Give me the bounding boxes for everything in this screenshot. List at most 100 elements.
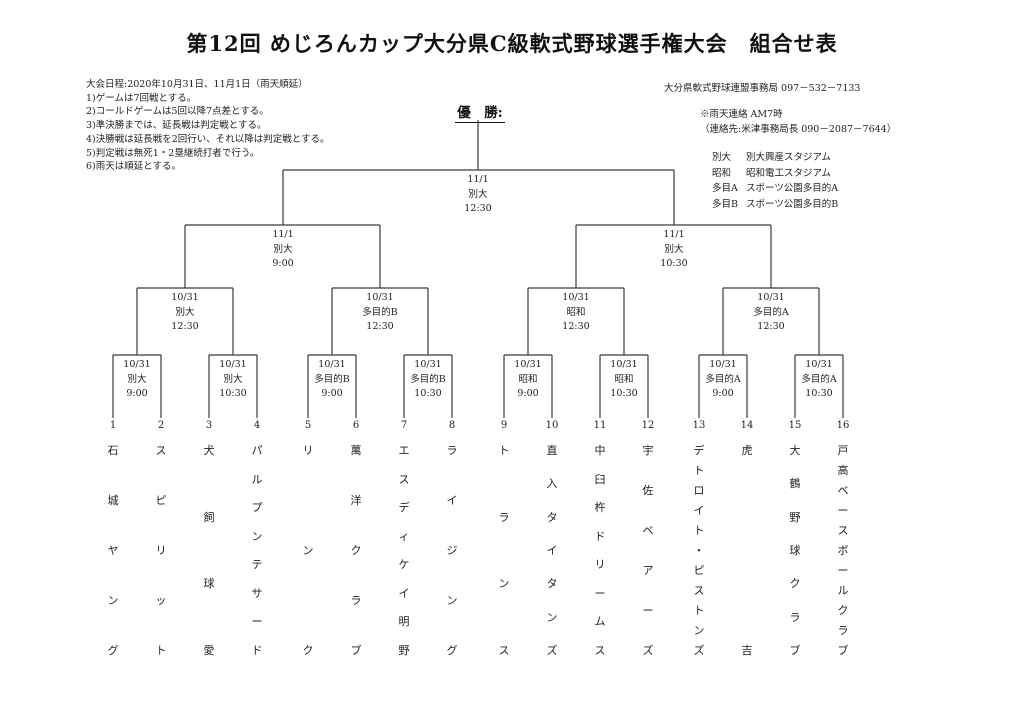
match-label-quarterfinal-2: 10/31 多目的B 12:30 [340,291,420,335]
team-name: パルプンテサード [251,444,263,657]
rule-line: 5)判定戦は無死1・2塁継続打者で行う。 [86,147,260,159]
match-time: 10:30 [219,388,247,399]
team-seed: 12 [641,420,655,431]
team-name: リンク [302,444,314,657]
match-label-round1-7: 10/31 多目的A 9:00 [683,358,763,402]
team-seed: 4 [253,420,261,431]
match-date: 10/31 [123,359,151,370]
venue-abbr: 多目B [712,198,738,210]
rule-line: 1)ゲームは7回戦とする。 [86,92,197,104]
rain-contact: （連絡先:米津事務局長 090－2087－7644） [700,124,897,135]
team-column-2: 2 スピリット [141,420,181,657]
match-venue: 多目的B [362,306,398,318]
team-seed: 3 [205,420,213,431]
match-label-round1-5: 10/31 昭和 9:00 [488,358,568,402]
page-title: 第12回 めじろんカップ大分県C級軟式野球選手権大会 組合せ表 [186,31,838,56]
team-name: 戸高ベースボールクラブ [837,444,849,657]
match-time: 12:30 [562,321,590,332]
team-column-5: 5 リンク [288,420,328,657]
team-column-16: 16 戸高ベースボールクラブ [823,420,863,657]
match-venue: 昭和 [518,373,538,385]
schedule-line: 大会日程:2020年10月31日、11月1日（雨天順延） [86,79,308,90]
venue-name: スポーツ公園多目的A [746,183,839,194]
match-time: 9:00 [321,388,343,399]
team-name: 直入タイタンズ [546,444,558,657]
match-label-round1-2: 10/31 別大 10:30 [193,358,273,402]
match-label-quarterfinal-3: 10/31 昭和 12:30 [536,291,616,335]
match-label-quarterfinal-1: 10/31 別大 12:30 [145,291,225,335]
rule-line: 2)コールドゲームは5回以降7点差とする。 [86,106,269,118]
match-time: 12:30 [171,321,199,332]
match-date: 10/31 [414,359,442,370]
team-name: デトロイト・ピストンズ [693,444,705,657]
venue-row: 別大 別大興産スタジアム [712,150,838,166]
team-column-10: 10 直入タイタンズ [532,420,572,657]
match-venue: 別大 [175,306,195,318]
team-name: スピリット [155,444,167,657]
team-column-3: 3 犬飼球愛 [189,420,229,657]
match-venue: 多目的A [705,373,741,385]
match-time: 10:30 [805,388,833,399]
match-time: 9:00 [712,388,734,399]
match-date: 11/1 [272,229,294,240]
team-column-7: 7 エスディケイ明野 [384,420,424,657]
team-name: エスディケイ明野 [398,444,410,657]
venue-name: 別大興産スタジアム [746,152,831,163]
team-name: トランス [498,444,510,657]
match-date: 10/31 [562,292,590,303]
team-seed: 10 [545,420,559,431]
match-venue: 別大 [664,243,684,255]
match-date: 10/31 [610,359,638,370]
team-seed: 7 [400,420,408,431]
team-name: 中臼杵ドリームス [594,444,606,657]
team-column-12: 12 宇佐ベアーズ [628,420,668,657]
team-name: 宇佐ベアーズ [642,444,654,657]
match-label-quarterfinal-4: 10/31 多目的A 12:30 [731,291,811,335]
rain-notice: ※雨天連絡 AM7時 [700,109,783,120]
match-time: 12:30 [366,321,394,332]
team-name: ライジング [446,444,458,657]
team-seed: 16 [836,420,850,431]
match-date: 10/31 [171,292,199,303]
match-label-round1-8: 10/31 多目的A 10:30 [779,358,859,402]
team-seed: 15 [788,420,802,431]
team-seed: 5 [304,420,312,431]
rule-line: 3)準決勝までは、延長戦は判定戦とする。 [86,120,267,132]
match-venue: 別大 [223,373,243,385]
venue-abbr: 別大 [712,152,732,163]
match-label-round1-6: 10/31 昭和 10:30 [584,358,664,402]
venue-row: 昭和昭和電工スタジアム [712,166,838,182]
match-date: 11/1 [467,174,489,185]
match-venue: 別大 [273,243,293,255]
match-date: 11/1 [663,229,685,240]
match-label-round1-3: 10/31 多目的B 9:00 [292,358,372,402]
federation-office-contact: 大分県軟式野球連盟事務局 097－532－7133 [664,83,861,94]
team-column-4: 4 パルプンテサード [237,420,277,657]
team-name: 石城ヤング [107,444,119,657]
match-label-final: 11/1 別大 12:30 [438,173,518,217]
match-date: 10/31 [318,359,346,370]
team-seed: 8 [448,420,456,431]
team-column-14: 14 虎吉 [727,420,767,657]
team-column-15: 15 大鶴野球クラブ [775,420,815,657]
match-date: 10/31 [514,359,542,370]
team-seed: 14 [740,420,754,431]
venue-name: 昭和電工スタジアム [746,167,831,179]
team-seed: 2 [157,420,165,431]
rule-line: 6)雨天は順延とする。 [86,161,181,173]
match-time: 10:30 [610,388,638,399]
match-venue: 多目的A [753,306,789,318]
team-name: 犬飼球愛 [203,444,215,657]
team-name: 虎吉 [741,444,753,657]
team-name: 大鶴野球クラブ [789,444,801,657]
team-name: 萬洋クラブ [350,444,362,657]
match-label-semifinal-1: 11/1 別大 9:00 [243,228,323,272]
rain-contact-info: ※雨天連絡 AM7時 （連絡先:米津事務局長 090－2087－7644） [700,107,896,137]
champion-label: 優 勝: [440,101,520,123]
team-seed: 9 [500,420,508,431]
team-seed: 6 [352,420,360,431]
match-time: 10:30 [660,258,688,269]
